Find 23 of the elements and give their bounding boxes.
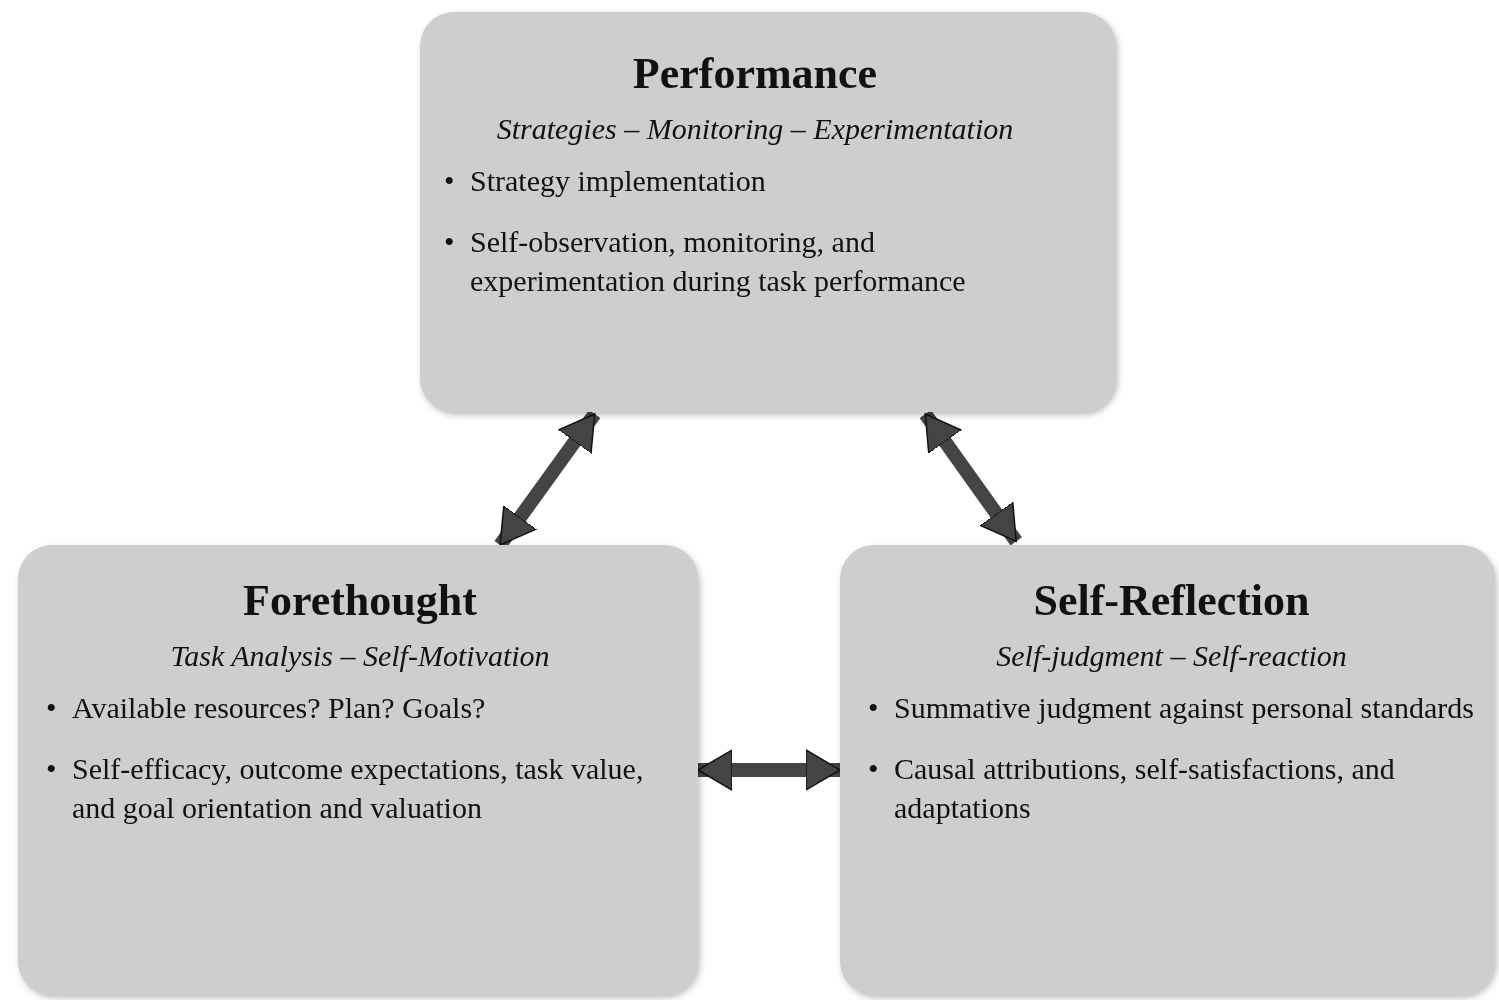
phase-subtitle: Strategies – Monitoring – Experimentation bbox=[495, 110, 1015, 147]
bullet: • bbox=[868, 689, 880, 726]
bullet-text: Causal attributions, self-satisfactions, and adaptations bbox=[894, 750, 1396, 826]
phase-heading: Self-Reflection bbox=[1032, 575, 1311, 627]
phase-heading: Performance bbox=[631, 48, 879, 100]
bullet: • bbox=[46, 750, 58, 787]
phase-box bbox=[420, 12, 1116, 412]
bullet: • bbox=[444, 223, 456, 260]
double-arrow bbox=[919, 409, 1022, 546]
bullet-text: Strategy implementation bbox=[470, 162, 767, 199]
bullet: • bbox=[46, 689, 58, 726]
phase-box bbox=[18, 545, 698, 995]
phase-heading: Forethought bbox=[242, 575, 478, 627]
phase-subtitle: Self-judgment – Self-reaction bbox=[995, 637, 1348, 674]
bullet-text: Summative judgment against personal standards bbox=[894, 689, 1475, 726]
bullet-text: Self-observation, monitoring, and experimentation during task performance bbox=[470, 223, 967, 299]
bullet: • bbox=[868, 750, 880, 787]
bullet: • bbox=[444, 162, 456, 199]
phase-subtitle: Task Analysis – Self-Motivation bbox=[169, 637, 551, 674]
bullet-text: Self-efficacy, outcome expectations, task value, and goal orientation and valuation bbox=[72, 750, 645, 826]
phase-box bbox=[840, 545, 1495, 995]
bullet-text: Available resources? Plan? Goals? bbox=[72, 689, 487, 726]
double-arrow bbox=[697, 749, 841, 791]
